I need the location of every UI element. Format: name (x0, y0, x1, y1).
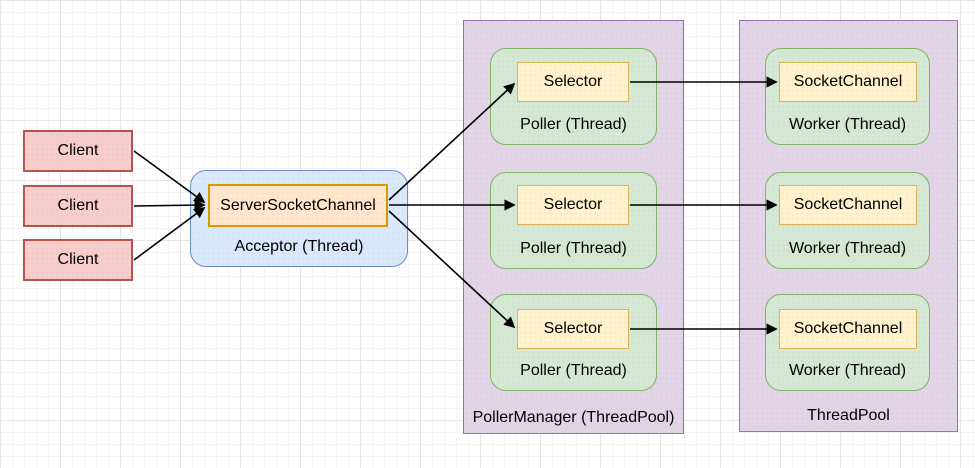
client-node: Client (23, 239, 133, 281)
client-label: Client (57, 251, 99, 268)
selector-node: Selector (517, 62, 629, 102)
socket-channel-node: SocketChannel (779, 309, 917, 349)
selector-label: Selector (543, 73, 603, 90)
socket-channel-node: SocketChannel (779, 62, 917, 102)
client-label: Client (57, 142, 99, 159)
client-node: Client (23, 130, 133, 172)
server-socket-channel-node: ServerSocketChannel (208, 184, 388, 227)
server-socket-channel-label: ServerSocketChannel (220, 196, 376, 214)
poller-label: Poller (Thread) (520, 362, 627, 379)
poller-label: Poller (Thread) (520, 240, 627, 257)
socket-channel-label: SocketChannel (793, 73, 903, 90)
selector-label: Selector (543, 196, 603, 213)
poller-manager-label: PollerManager (ThreadPool) (472, 409, 675, 426)
acceptor-label: Acceptor (Thread) (234, 238, 364, 255)
selector-node: Selector (517, 309, 629, 349)
selector-node: Selector (517, 185, 629, 225)
worker-label: Worker (Thread) (788, 240, 907, 257)
client-node: Client (23, 185, 133, 227)
socket-channel-node: SocketChannel (779, 185, 917, 225)
worker-label: Worker (Thread) (788, 116, 907, 133)
selector-label: Selector (543, 320, 603, 337)
worker-label: Worker (Thread) (788, 362, 907, 379)
socket-channel-label: SocketChannel (793, 320, 903, 337)
poller-label: Poller (Thread) (520, 116, 627, 133)
threadpool-label: ThreadPool (807, 407, 890, 424)
client-label: Client (57, 197, 99, 214)
socket-channel-label: SocketChannel (793, 196, 903, 213)
